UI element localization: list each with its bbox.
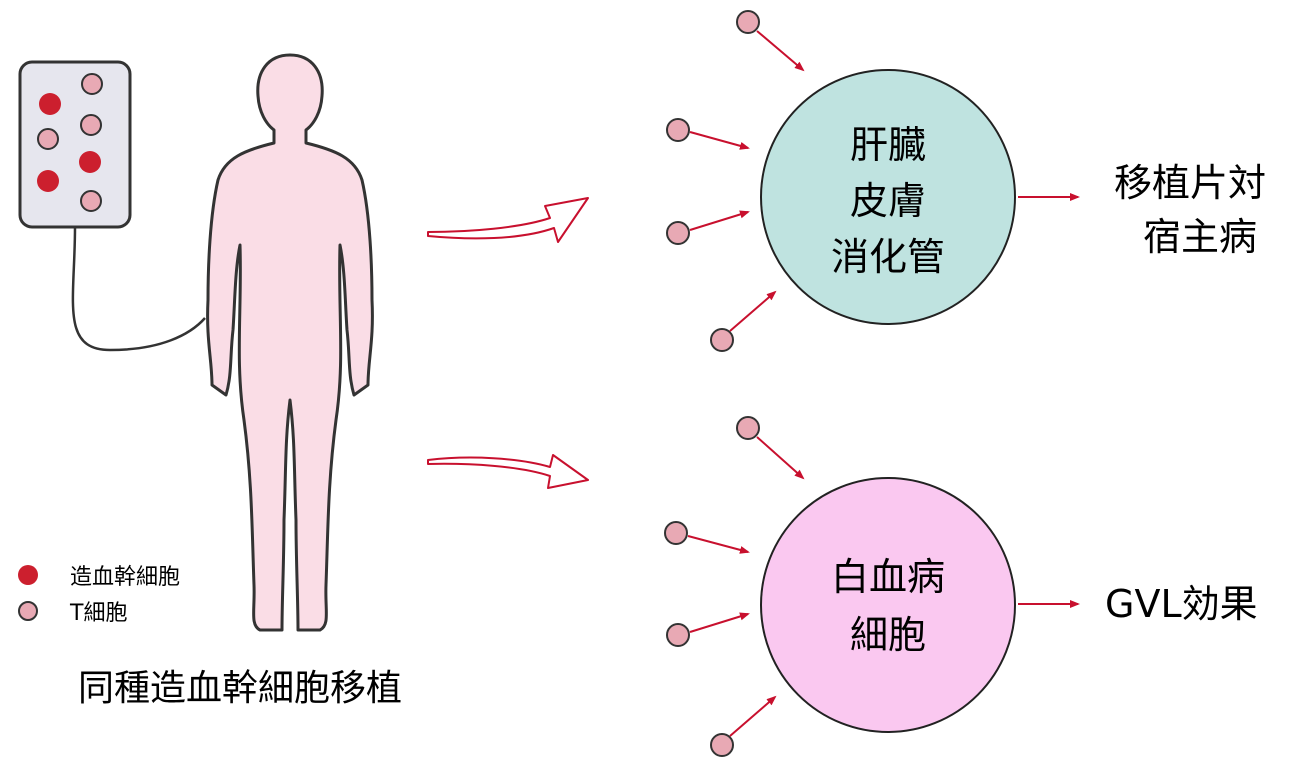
big-arrow-bottom — [427, 454, 589, 489]
organ-label-skin: 皮膚 — [850, 179, 926, 223]
stem-cell-legend-label: 造血幹細胞 — [70, 565, 180, 590]
t-cell-legend-label: T細胞 — [69, 601, 127, 626]
diagram-caption: 同種造血幹細胞移植 — [78, 668, 402, 709]
leukemia-target-group: 白血病 細胞 GVL効果 — [664, 416, 1258, 757]
leukemia-label-line2: 細胞 — [850, 613, 926, 657]
gvl-effect-label: GVL効果 — [1105, 582, 1258, 626]
leukemia-label-line1: 白血病 — [831, 555, 945, 599]
t-cell-attackers-top — [666, 10, 805, 352]
organ-label-liver: 肝臓 — [850, 123, 926, 167]
organ-target-group: 肝臓 皮膚 消化管 移植片対 宿主病 — [666, 10, 1266, 352]
stem-cell-legend-dot — [18, 565, 38, 585]
human-body-icon — [206, 53, 374, 632]
gvhd-label-line1: 移植片対 — [1114, 161, 1266, 205]
leukemia-circle — [760, 477, 1016, 733]
big-arrow-top — [427, 197, 589, 243]
bag-cells — [37, 73, 103, 212]
legend: 造血幹細胞 T細胞 — [18, 565, 180, 626]
t-cell-attackers-bottom — [664, 416, 805, 757]
iv-tube — [71, 226, 206, 352]
organ-circle — [760, 69, 1016, 325]
gvhd-label-line2: 宿主病 — [1143, 215, 1257, 259]
organ-label-gut: 消化管 — [831, 235, 945, 279]
transfusion-bag-icon — [18, 60, 206, 352]
t-cell-legend-dot — [18, 601, 38, 621]
